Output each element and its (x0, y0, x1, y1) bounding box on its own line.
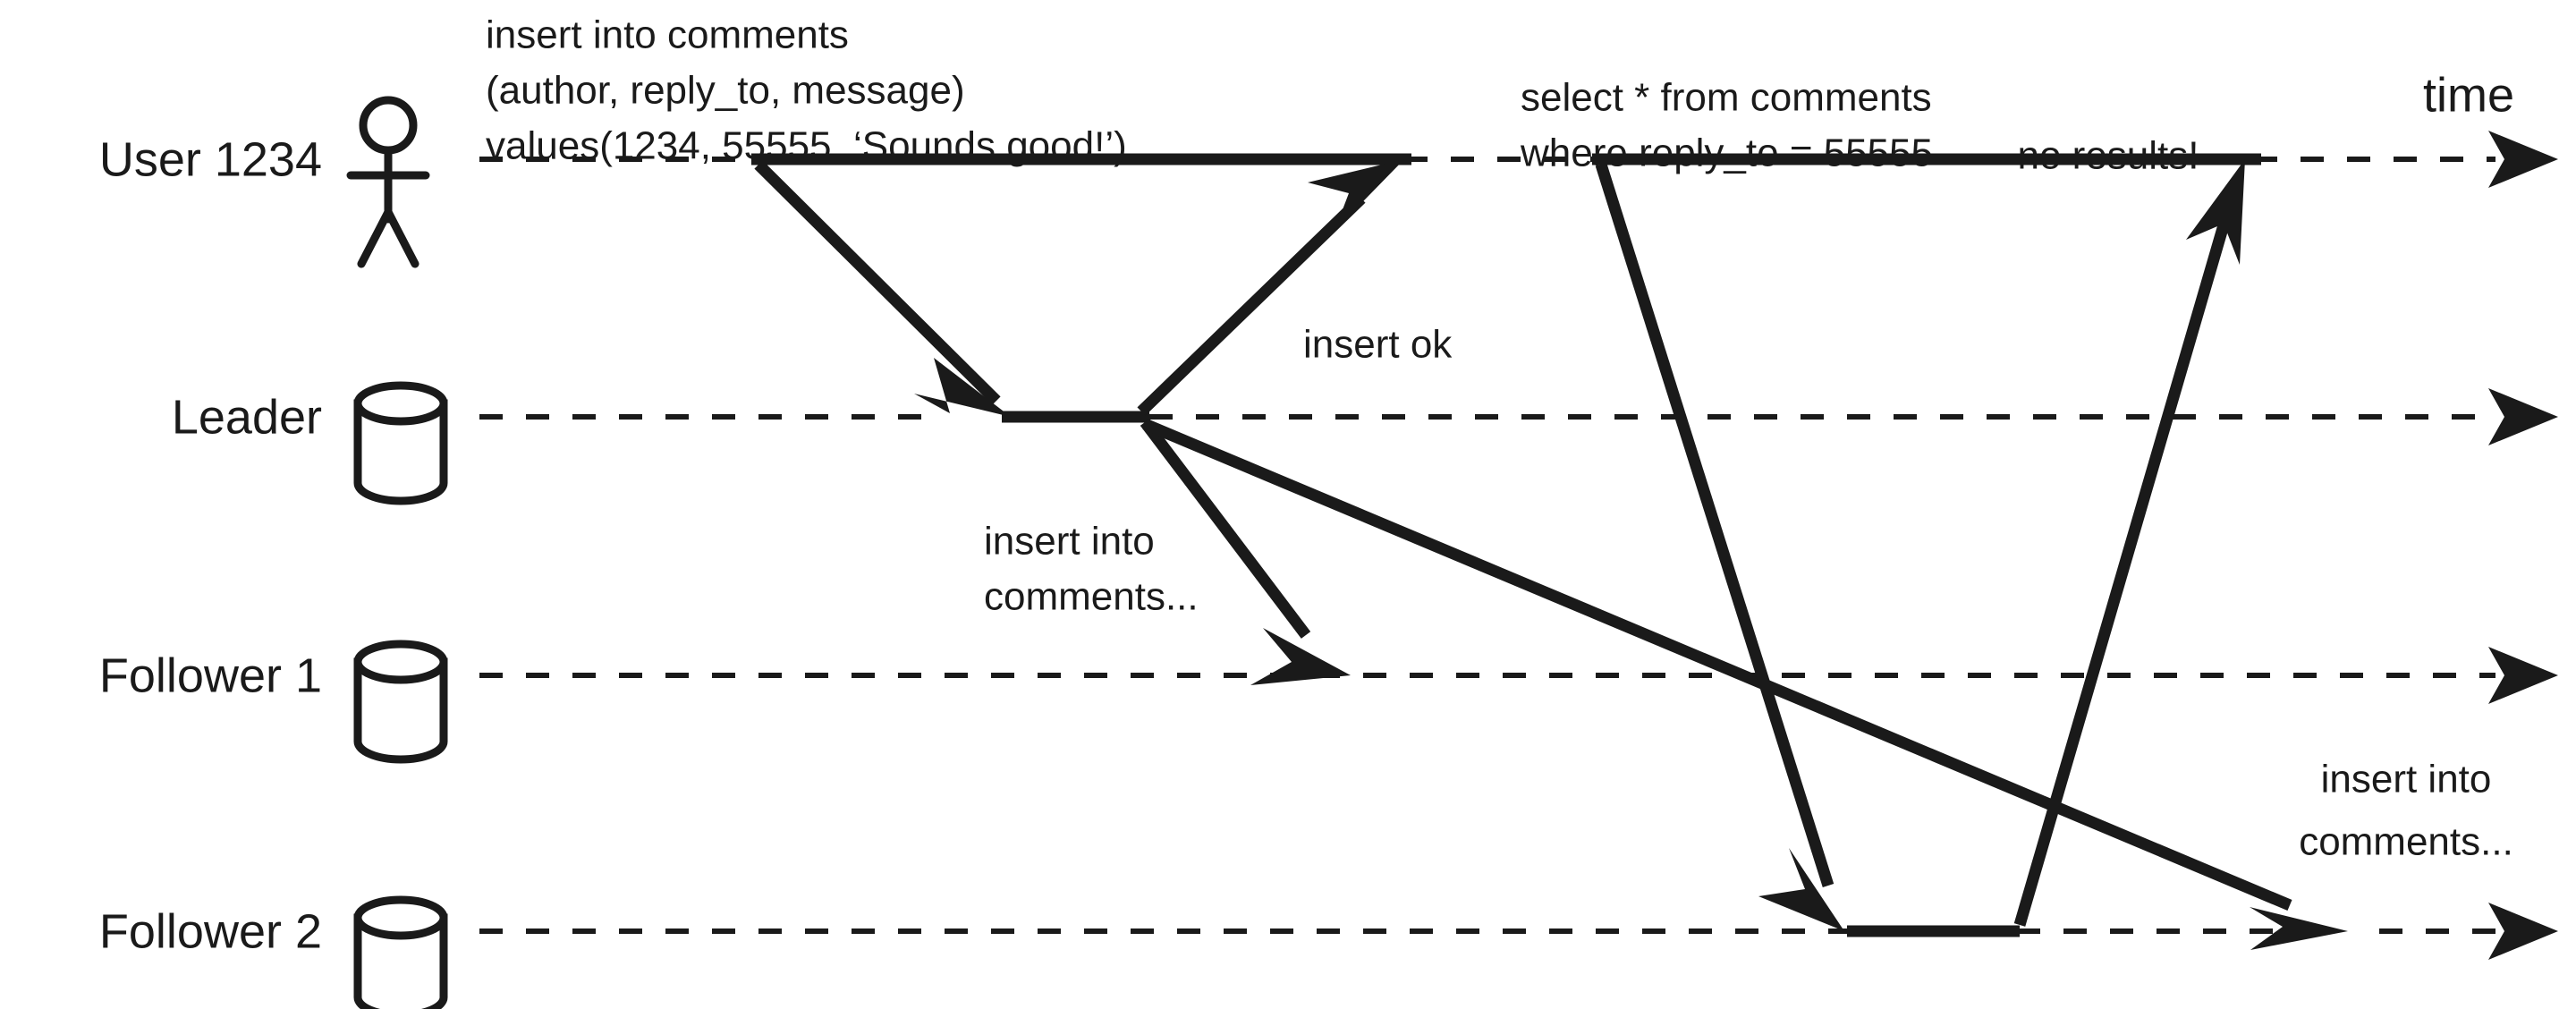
annotation-insert-statement: insert into comments (author, reply_to, … (486, 13, 1127, 168)
lifeline-follower2 (479, 903, 2558, 960)
annotation-insert-line-2: (author, reply_to, message) (486, 69, 965, 113)
message-leader-to-follower1-replicate (1140, 419, 1351, 685)
annotation-leader-replicate-f2: insert into comments... (2299, 758, 2513, 864)
annotation-no-results: no results! (2018, 134, 2199, 178)
annotation-replicate-f2-line-2: comments... (2299, 820, 2513, 864)
annotation-select-statement: select * from comments where reply_to = … (1520, 76, 1933, 175)
lifeline-leader (479, 388, 2558, 445)
lane-label-follower1: Follower 1 (99, 649, 322, 702)
annotation-replicate-f1-line-2: comments... (984, 575, 1199, 619)
message-follower2-to-user-no-results (2013, 159, 2245, 927)
database-cylinder-icon-follower1 (353, 640, 448, 764)
annotation-insert-line-3: values(1234, 55555, ‘Sounds good!’) (486, 124, 1127, 168)
database-cylinder-icon-follower2 (353, 895, 448, 1009)
database-cylinder-icon-leader (353, 381, 448, 505)
message-leader-to-follower2-replicate (1142, 419, 2348, 950)
annotation-select-line-1: select * from comments (1521, 76, 1932, 120)
lifeline-follower1 (479, 647, 2558, 704)
actor-stick-figure-icon (346, 96, 430, 268)
annotation-insert-line-1: insert into comments (486, 13, 849, 57)
message-leader-to-user-insert-ok (1137, 159, 1404, 416)
annotation-select-line-2: where reply_to = 55555 (1520, 131, 1933, 175)
lifeline-user (479, 131, 2558, 188)
annotation-leader-replicate-f1: insert into comments... (984, 520, 1199, 619)
lane-label-follower2: Follower 2 (99, 904, 322, 958)
lane-label-leader: Leader (172, 390, 322, 444)
lane-label-user: User 1234 (99, 132, 322, 186)
annotation-insert-ok: insert ok (1303, 323, 1453, 367)
time-axis-label: time (2423, 68, 2514, 122)
annotation-replicate-f2-line-1: insert into (2321, 758, 2492, 801)
message-user-to-leader-insert (754, 160, 1011, 417)
message-user-to-follower2-select (1595, 163, 1844, 931)
annotation-replicate-f1-line-1: insert into (984, 520, 1155, 564)
